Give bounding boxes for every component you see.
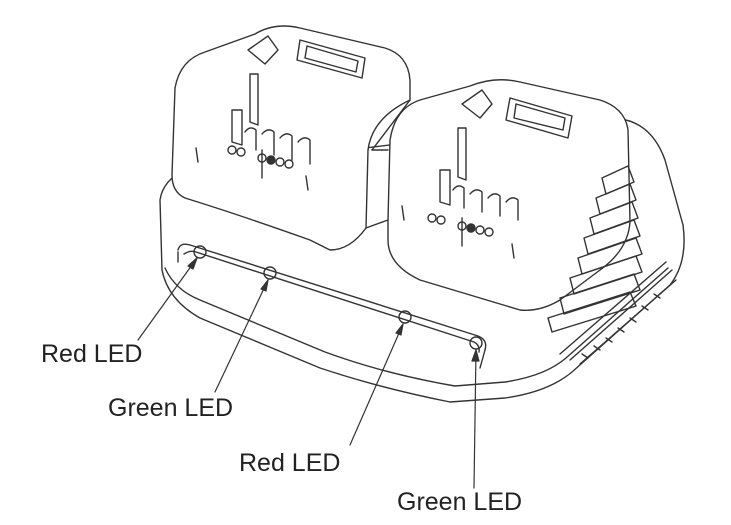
right-green-led <box>469 336 483 350</box>
leader-line-1 <box>137 257 198 341</box>
left-red-led <box>193 245 207 259</box>
arrowhead-1 <box>187 257 198 270</box>
left-battery-mount <box>171 25 411 251</box>
leader-line-4 <box>473 349 477 489</box>
callout-label-red-led-left: Red LED <box>41 340 143 368</box>
arrowhead-3 <box>395 323 404 336</box>
arrowhead-2 <box>260 279 269 292</box>
callout-label-red-led-right: Red LED <box>239 449 341 477</box>
right-battery-mount <box>387 79 631 311</box>
vent-slots <box>547 165 677 365</box>
arrowhead-4 <box>471 349 480 362</box>
leader-line-3 <box>349 323 404 446</box>
callout-label-green-led-right: Green LED <box>397 488 523 516</box>
leader-line-2 <box>214 279 269 393</box>
center-recess <box>365 99 411 229</box>
right-red-led <box>398 310 412 324</box>
left-green-led <box>263 266 277 280</box>
callout-label-green-led-left: Green LED <box>108 394 234 422</box>
leader-lines <box>137 257 480 489</box>
